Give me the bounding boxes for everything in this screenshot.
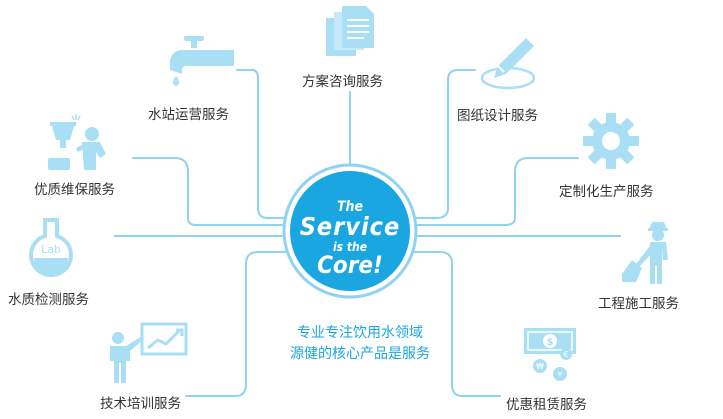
core-text-core: Core! (317, 251, 383, 279)
lab-flask-icon: Lab (29, 218, 73, 277)
pencil-drawing-icon (480, 38, 536, 90)
presentation-trainer-icon (110, 322, 188, 383)
core-circle: The Service is the Core! (281, 162, 419, 300)
water-tap-icon (170, 36, 234, 86)
documents-icon (326, 6, 374, 56)
svg-text:€: € (563, 350, 568, 359)
service-label-maintenance: 优质维保服务 (34, 182, 115, 198)
tagline-line-2: 源健的核心产品是服务 (290, 346, 430, 362)
svg-text:$: $ (547, 337, 554, 348)
service-label-consulting: 方案咨询服务 (302, 74, 383, 90)
service-label-construction: 工程施工服务 (598, 296, 679, 312)
svg-text:¥: ¥ (557, 370, 562, 379)
service-label-design: 图纸设计服务 (457, 108, 538, 124)
core-text-service: Service (299, 212, 401, 241)
service-label-custom-production: 定制化生产服务 (559, 184, 654, 200)
svg-text:₩: ₩ (536, 362, 544, 371)
tagline-line-1: 专业专注饮用水领域 (297, 325, 423, 341)
core-text-is-the: is the (332, 240, 368, 254)
construction-worker-icon (622, 222, 668, 284)
gear-icon (583, 113, 639, 169)
money-icon: $ € ₩ ¥ (524, 328, 576, 381)
service-label-water-station: 水站运营服务 (148, 107, 229, 123)
core-circle-graphic (282, 163, 418, 299)
repair-worker-icon (48, 114, 106, 170)
service-label-water-testing: 水质检测服务 (8, 292, 89, 308)
core-text-the: The (336, 199, 364, 215)
service-label-training: 技术培训服务 (100, 396, 181, 412)
lab-text: Lab (41, 243, 61, 256)
service-label-leasing: 优惠租赁服务 (506, 397, 587, 413)
